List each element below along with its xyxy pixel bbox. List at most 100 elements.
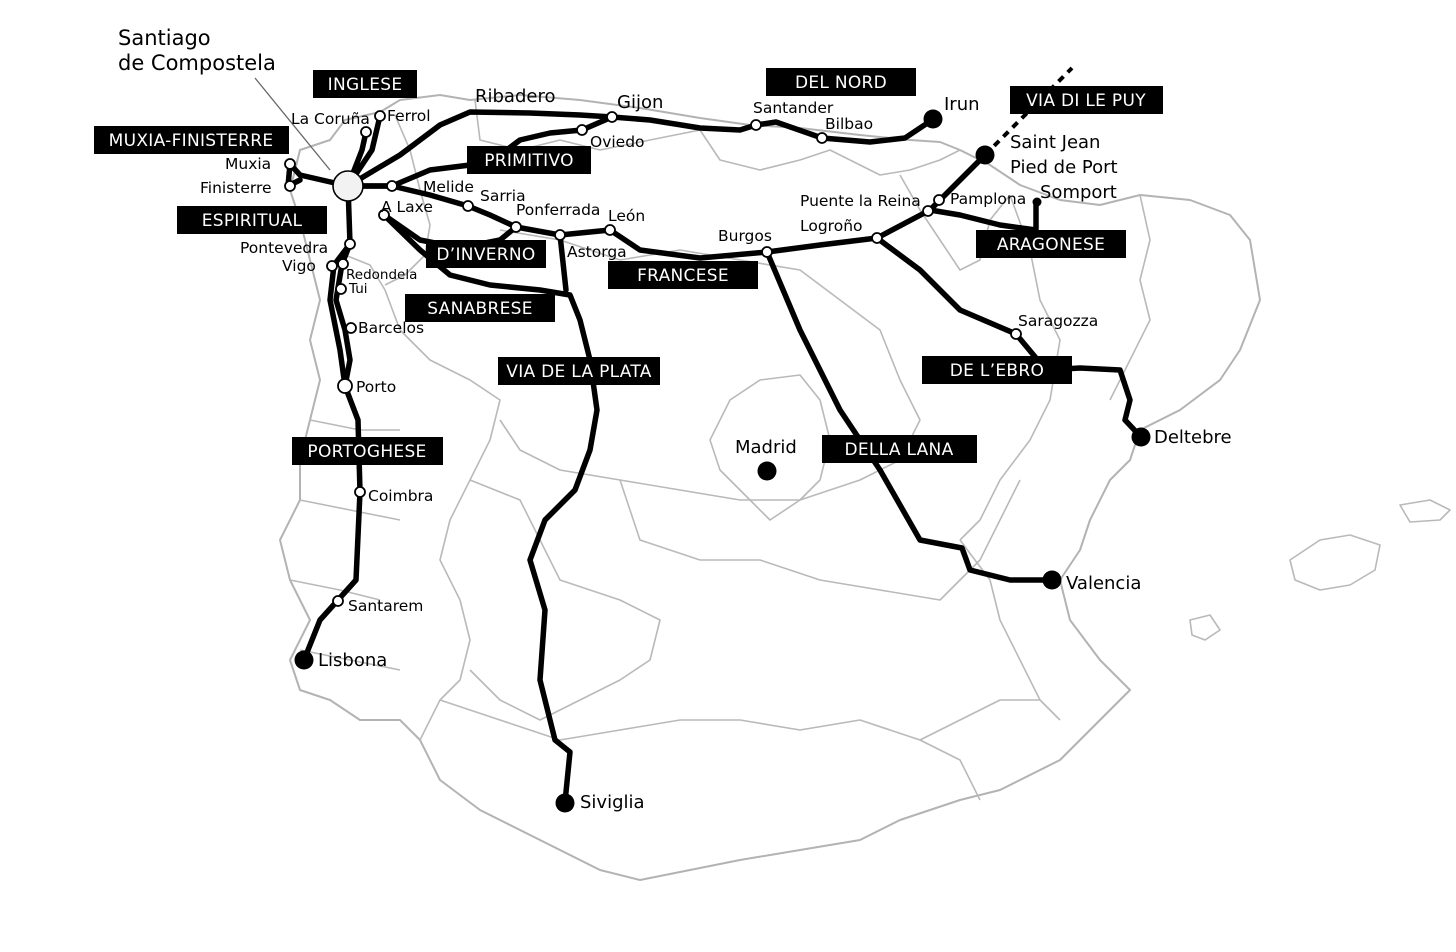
astorga-marker[interactable] [554, 229, 566, 241]
bilbao-marker[interactable] [816, 132, 828, 144]
route-label-dinverno-text: D’INVERNO [436, 245, 535, 265]
logrono-marker[interactable] [871, 232, 883, 244]
route-label-muxia-finisterre-text: MUXIA-FINISTERRE [109, 131, 274, 151]
route-del-nord-line [345, 109, 935, 189]
route-aragonese-line [927, 199, 1039, 233]
tui-label: Tui [348, 281, 368, 297]
melide-marker[interactable] [386, 180, 398, 192]
route-label-via-di-le-puy[interactable]: VIA DI LE PUY [1010, 86, 1163, 114]
route-label-muxia-finisterre[interactable]: MUXIA-FINISTERRE [94, 126, 289, 154]
deltebre-marker[interactable] [1131, 427, 1151, 447]
puente-la-reina-marker[interactable] [922, 205, 934, 217]
gijon-label: Gijon [617, 92, 663, 113]
pamplona-label: Pamplona [950, 190, 1026, 208]
irun-marker[interactable] [923, 109, 943, 129]
route-de-lebro-line [874, 235, 1144, 440]
route-label-dinverno[interactable]: D’INVERNO [426, 240, 546, 268]
route-label-francese[interactable]: FRANCESE [608, 261, 758, 289]
town-markers [254, 77, 1151, 813]
saint-jean-marker[interactable] [975, 145, 995, 165]
valencia-marker[interactable] [1042, 570, 1062, 590]
route-label-della-lana-text: DELLA LANA [844, 440, 953, 460]
oviedo-marker[interactable] [576, 124, 588, 136]
ribadero-label: Ribadero [475, 86, 555, 107]
routes [285, 66, 1144, 805]
route-label-de-lebro[interactable]: DE L’EBRO [922, 356, 1072, 384]
basque-border [849, 149, 961, 176]
la-coruna-marker[interactable] [360, 126, 372, 138]
route-label-sanabrese[interactable]: SANABRESE [405, 294, 555, 322]
sarria-label: Sarria [480, 187, 526, 205]
santander-marker[interactable] [750, 119, 762, 131]
pamplona-marker[interactable] [933, 194, 945, 206]
puente-la-reina-label: Puente la Reina [800, 192, 921, 210]
route-label-francese-text: FRANCESE [637, 266, 729, 286]
route-espiritual-line [327, 241, 353, 389]
a-laxe-marker[interactable] [378, 209, 390, 221]
route-label-primitivo[interactable]: PRIMITIVO [467, 146, 591, 174]
somport-marker[interactable] [1032, 197, 1042, 207]
saint-jean-label-line1: Saint Jean [1010, 132, 1100, 153]
extremadura-border [469, 479, 661, 721]
tui-marker[interactable] [335, 283, 347, 295]
barcelos-marker[interactable] [345, 322, 357, 334]
route-label-inglese-text: INGLESE [328, 75, 403, 95]
ponferrada-marker[interactable] [510, 221, 522, 233]
santiago-label-line2: de Compostela [118, 51, 276, 75]
route-label-del-nord-text: DEL NORD [795, 73, 887, 93]
santiago-hub-marker[interactable] [332, 170, 364, 202]
ponferrada-label: Ponferrada [516, 201, 600, 219]
redondela-marker[interactable] [337, 258, 349, 270]
a-laxe-label: A Laxe [381, 198, 433, 216]
muxia-marker[interactable] [284, 158, 296, 170]
ferrol-marker[interactable] [374, 110, 386, 122]
route-label-espiritual[interactable]: ESPIRITUAL [177, 206, 327, 234]
route-della-lana-line [764, 249, 1055, 583]
santander-label: Santander [753, 99, 834, 117]
melide-label: Melide [423, 178, 474, 196]
burgos-marker[interactable] [761, 246, 773, 258]
route-label-aragonese[interactable]: ARAGONESE [976, 230, 1126, 258]
route-label-della-lana[interactable]: DELLA LANA [822, 435, 977, 463]
madrid-marker[interactable] [757, 461, 777, 481]
porto-marker[interactable] [337, 378, 353, 394]
vigo-label: Vigo [282, 257, 316, 275]
pontevedra-label: Pontevedra [240, 239, 328, 257]
route-sanabrese-line [381, 212, 600, 805]
route-label-portoghese[interactable]: PORTOGHESE [292, 437, 443, 465]
finisterre-marker[interactable] [284, 180, 296, 192]
route-label-del-nord[interactable]: DEL NORD [766, 68, 916, 96]
ferrol-label: Ferrol [387, 107, 431, 125]
route-label-via-de-la-plata[interactable]: VIA DE LA PLATA [498, 357, 660, 385]
route-label-sanabrese-text: SANABRESE [427, 299, 533, 319]
catalonia-border [1109, 194, 1151, 401]
porto-label: Porto [356, 378, 396, 396]
aragon-border [959, 194, 1061, 541]
coimbra-marker[interactable] [354, 486, 366, 498]
siviglia-label: Siviglia [580, 792, 645, 813]
santarem-marker[interactable] [332, 595, 344, 607]
castilla-mancha-border [619, 479, 1021, 601]
santiago-leader-line [254, 77, 331, 171]
sarria-marker[interactable] [462, 200, 474, 212]
town-labels: Santiago de Compostela Ferrol La Coruña … [118, 26, 1232, 813]
deltebre-label: Deltebre [1154, 427, 1232, 448]
leon-label: León [608, 207, 645, 225]
balearic-ibiza [1189, 614, 1221, 641]
route-label-inglese[interactable]: INGLESE [313, 70, 417, 98]
balearic-mallorca [1289, 534, 1381, 591]
la-coruna-label: La Coruña [291, 110, 370, 128]
lisbona-marker[interactable] [294, 650, 314, 670]
pontevedra-marker[interactable] [344, 238, 356, 250]
madrid-label: Madrid [735, 437, 797, 458]
coimbra-label: Coimbra [368, 487, 433, 505]
saragozza-marker[interactable] [1010, 328, 1022, 340]
gijon-marker[interactable] [606, 111, 618, 123]
route-label-via-di-le-puy-text: VIA DI LE PUY [1026, 91, 1146, 111]
route-labels: INGLESE MUXIA-FINISTERRE ESPIRITUAL PRIM… [94, 68, 1163, 465]
route-label-primitivo-text: PRIMITIVO [484, 151, 574, 171]
vigo-marker[interactable] [326, 260, 338, 272]
leon-marker[interactable] [604, 224, 616, 236]
siviglia-marker[interactable] [555, 793, 575, 813]
